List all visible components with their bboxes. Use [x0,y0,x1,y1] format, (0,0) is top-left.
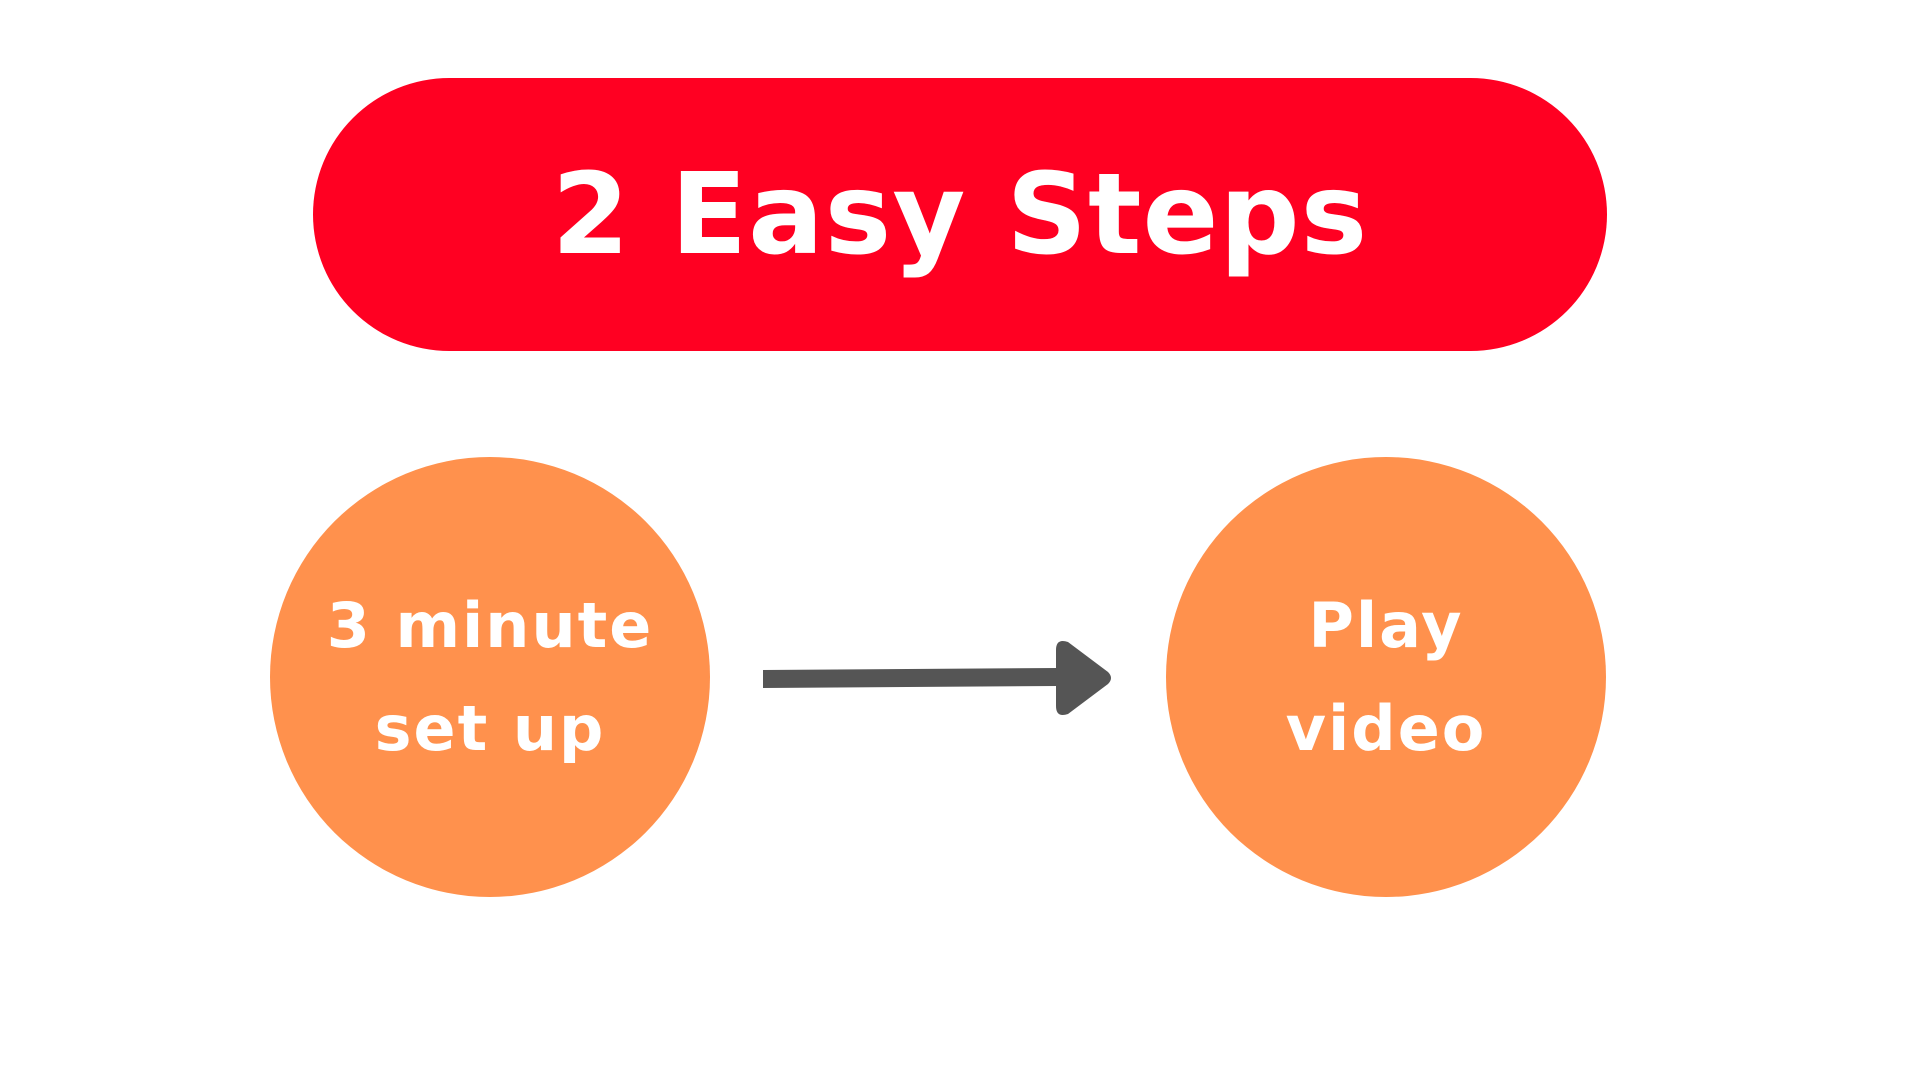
arrow-head [1056,641,1111,715]
step-1-line-1: 3 minute [326,589,654,662]
title-banner: 2 Easy Steps [313,78,1607,351]
step-2-line-2: video [1285,692,1487,765]
step-1-line-2: set up [374,692,606,765]
step-2-circle: Play video [1166,457,1606,897]
arrow-shaft [763,668,1058,688]
step-1-circle: 3 minute set up [270,457,710,897]
page-title: 2 Easy Steps [551,149,1369,280]
step-2-line-1: Play [1308,589,1464,662]
